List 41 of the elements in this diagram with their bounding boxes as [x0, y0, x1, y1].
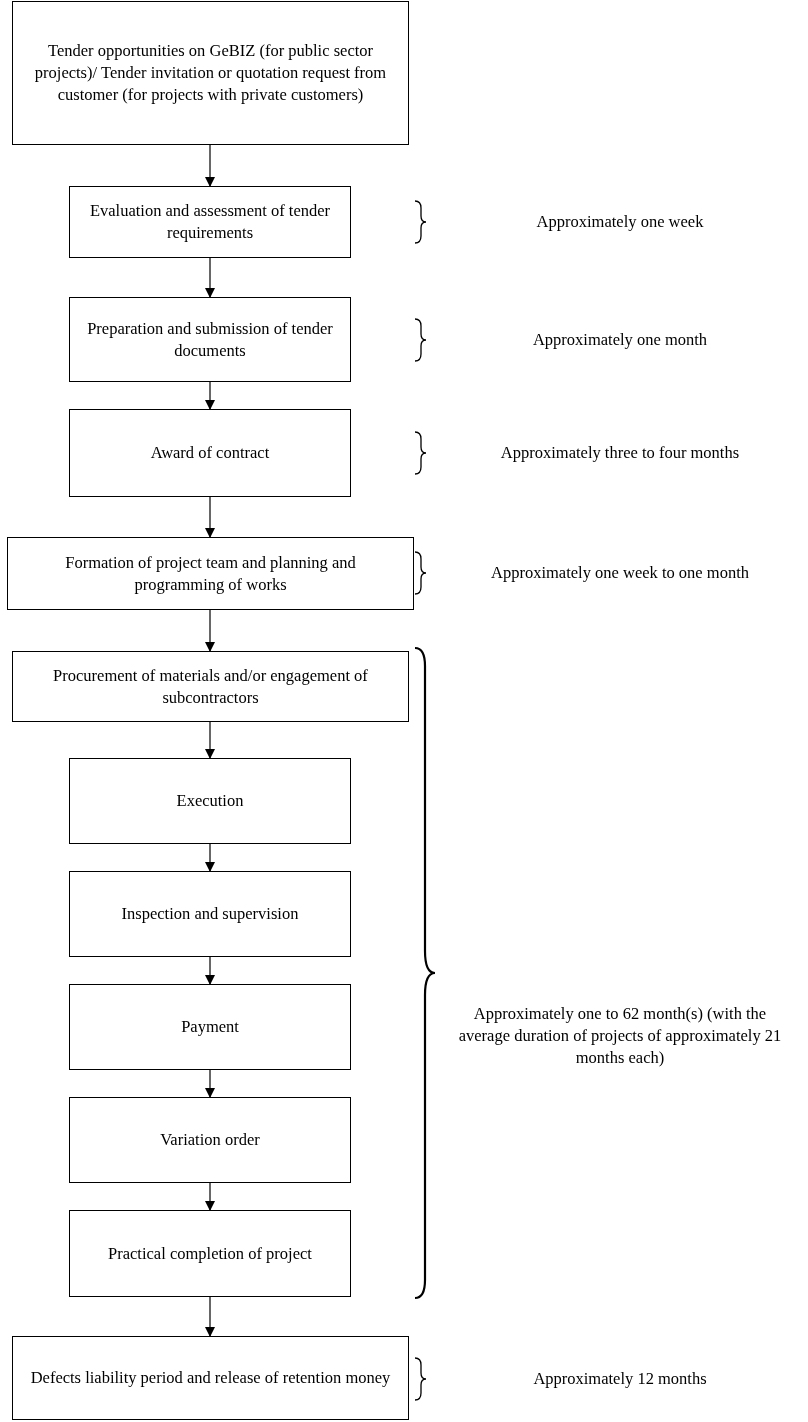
process-box: [69, 409, 351, 497]
box-label: Defects liability period and release of retention money: [30, 1367, 391, 1389]
arrow: [205, 381, 215, 410]
box-label: Preparation and submission of tender documents: [86, 317, 334, 362]
process-box: [69, 758, 351, 844]
process-box: [12, 1336, 409, 1420]
process-box: [69, 984, 351, 1070]
duration-note: Approximately one month: [532, 329, 708, 351]
duration-note: Approximately one week to one month: [491, 562, 749, 584]
box-label: Procurement of materials and/or engagement of subcontractors: [52, 664, 369, 709]
arrow: [205, 257, 215, 298]
arrow: [205, 1296, 215, 1337]
process-box: [7, 537, 414, 610]
duration-note: Approximately one to 62 month(s) (with the average duration of projects of approximately 21 months each): [457, 1003, 783, 1069]
box-label: Payment: [181, 1016, 239, 1038]
arrow: [205, 843, 215, 872]
arrow: [205, 1069, 215, 1098]
arrow: [205, 956, 215, 985]
process-box: [69, 871, 351, 957]
arrow: [205, 496, 215, 538]
box-label: Practical completion of project: [108, 1242, 312, 1265]
arrow: [205, 1182, 215, 1211]
box-label: Tender opportunities on GeBIZ (for public sector projects)/ Tender invitation or quotation request from customer (for projects with private customers): [33, 40, 388, 106]
duration-note: Approximately one week: [536, 211, 704, 233]
process-box: [69, 186, 351, 258]
box-label: Execution: [176, 790, 244, 812]
box-label: Evaluation and assessment of tender requirements: [88, 200, 332, 244]
arrow: [205, 609, 215, 652]
box-label: Variation order: [160, 1129, 260, 1151]
arrow: [205, 721, 215, 759]
duration-note: Approximately three to four months: [500, 442, 740, 464]
process-box: [12, 651, 409, 722]
duration-note: Approximately 12 months: [533, 1368, 707, 1390]
process-box: [69, 1097, 351, 1183]
process-box: [12, 1, 409, 145]
arrow: [205, 144, 215, 187]
box-label: Formation of project team and planning and programming of works: [64, 551, 357, 596]
process-box: [69, 297, 351, 382]
process-box: [69, 1210, 351, 1297]
box-label: Inspection and supervision: [121, 903, 299, 925]
box-label: Award of contract: [150, 442, 270, 464]
